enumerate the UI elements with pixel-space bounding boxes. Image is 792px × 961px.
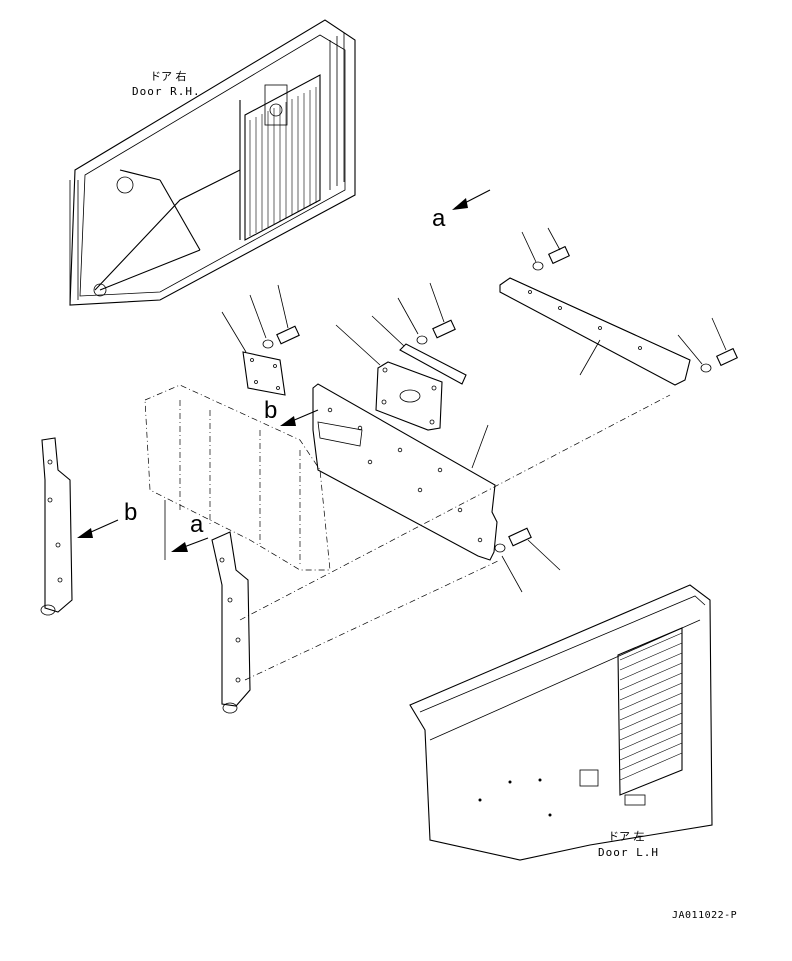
door-lh-label-jp: ドア 左 — [608, 830, 645, 843]
view-arrow-a-center — [164, 500, 209, 560]
view-arrow-b-left — [77, 519, 119, 538]
bolt-upper-right-1 — [521, 227, 571, 271]
door-rh-label-en: Door R.H. — [132, 85, 201, 98]
view-label-a-center: a — [190, 511, 204, 538]
door-lh-assembly — [409, 584, 713, 861]
door-rh-grille — [244, 74, 321, 241]
frame-dashed-outline — [144, 384, 671, 681]
view-label-a-upper: a — [432, 205, 446, 232]
bolt-lower-panel — [494, 527, 561, 593]
view-label-b-center: b — [264, 397, 277, 424]
long-bracket-part — [499, 277, 691, 386]
door-lh-grille — [617, 627, 683, 796]
door-lh-label-en: Door L.H — [598, 846, 659, 859]
door-rh-assembly — [69, 19, 356, 306]
bolt-center-left — [221, 284, 300, 353]
small-plate-left — [242, 351, 286, 396]
view-arrow-a-upper — [452, 189, 491, 210]
main-cover-panel — [312, 383, 498, 561]
drawing-code: JA011022-P — [672, 910, 737, 921]
small-bar-part — [399, 343, 467, 385]
cover-plate-center — [335, 324, 443, 431]
left-post-near — [211, 531, 251, 714]
bolt-upper-right-2 — [677, 317, 739, 373]
left-post-far — [40, 437, 73, 616]
door-rh-label-jp: ドア 右 — [150, 69, 187, 83]
bolt-center-right — [371, 282, 456, 347]
view-label-b-left: b — [124, 499, 137, 526]
view-arrow-b-center — [280, 409, 319, 426]
